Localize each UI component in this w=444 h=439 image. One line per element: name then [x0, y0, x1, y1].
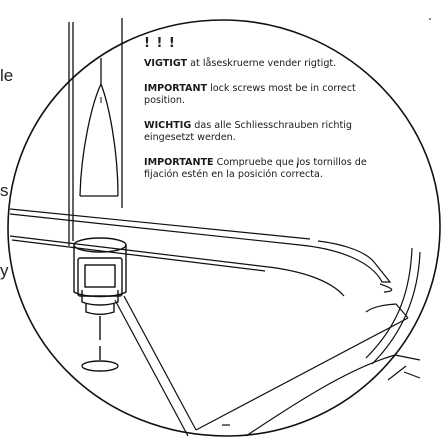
warning-marks: ! ! !	[144, 36, 176, 51]
mark-small-1	[296, 161, 299, 169]
side-letter-bottom: y	[0, 261, 9, 280]
instruction-notes: VIGTIGT at låseskruerne vender rigtigt. …	[144, 58, 394, 194]
side-letter-top: le	[0, 66, 14, 85]
note-spanish-keyword: IMPORTANTE	[144, 156, 214, 168]
lock-screw	[73, 237, 127, 372]
magnifier-circle	[7, 19, 441, 437]
note-danish-keyword: VIGTIGT	[144, 58, 188, 69]
note-spanish-text: Compruebe que los tornillos de fijación …	[144, 156, 367, 181]
leg-tube	[68, 18, 123, 246]
note-spanish: IMPORTANTE Compruebe que los tornillos d…	[144, 157, 394, 182]
note-danish-text: at låseskruerne vender rigtigt.	[187, 58, 337, 69]
rails	[9, 208, 393, 297]
note-english: IMPORTANT lock screws most be in correct…	[144, 83, 394, 108]
note-english-keyword: IMPORTANT	[144, 82, 208, 94]
note-english-text: lock screws most be in correct position.	[144, 82, 356, 107]
note-german: WICHTIG das alle Schliesschrauben richti…	[144, 120, 394, 145]
side-letter-middle: s	[0, 181, 9, 200]
note-german-text: das alle Schliesschrauben richtig einges…	[144, 119, 352, 144]
note-german-keyword: WICHTIG	[144, 119, 192, 131]
note-danish: VIGTIGT at låseskruerne vender rigtigt.	[144, 58, 394, 71]
frame-lower	[114, 247, 421, 437]
